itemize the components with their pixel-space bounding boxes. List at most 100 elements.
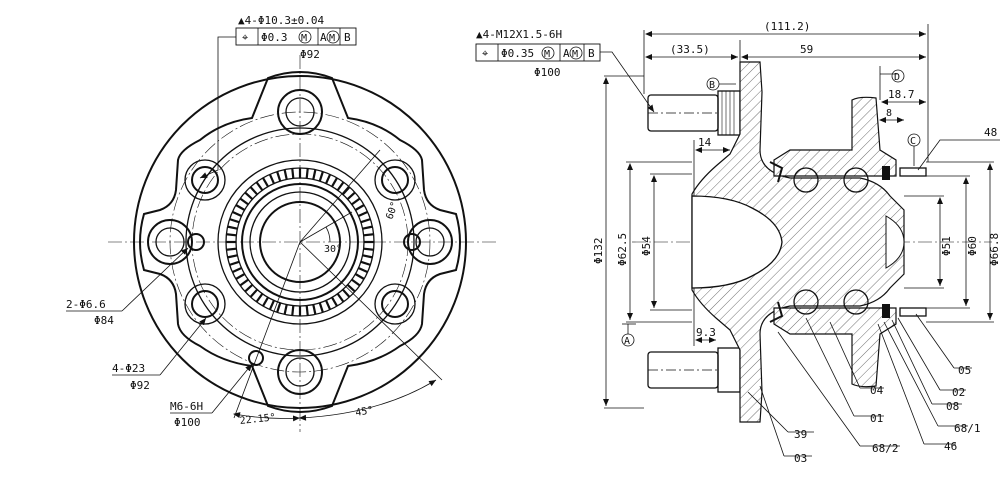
- pcd-100-label: Φ100: [174, 416, 201, 429]
- stud-leader: [600, 51, 655, 113]
- tone-ring-tooth: [312, 169, 317, 180]
- pcd-stud-label: Φ100: [534, 66, 561, 79]
- bearing-mid: [249, 191, 351, 293]
- tone-ring-tooth: [305, 305, 309, 316]
- hole-6-6-left: [187, 233, 205, 251]
- dim-54-label: Φ54: [640, 236, 653, 256]
- tone-ring-tooth: [255, 181, 264, 191]
- tone-ring-tooth: [325, 173, 332, 184]
- bearing-outer: [241, 183, 359, 301]
- angle-45-arc: [299, 379, 437, 421]
- holes-2-leader: [121, 247, 189, 312]
- angle-60-line: [299, 149, 381, 243]
- part-05: 05: [958, 364, 971, 377]
- tone-ring-bottom: [899, 307, 927, 317]
- angle-22-label: 22.15°: [239, 412, 276, 427]
- tone-ring-tooth: [331, 296, 338, 307]
- ball-bottom-2: [843, 289, 869, 315]
- dim-9-label: 9.3: [696, 326, 716, 339]
- hole-6-6-right: [403, 233, 421, 251]
- datum-a-bubble: [621, 333, 635, 347]
- fcf-right-datum2: B: [588, 47, 595, 60]
- datum-b-label: B: [709, 80, 715, 91]
- bottom-stud: [647, 347, 741, 393]
- tone-ring-tooth: [358, 210, 369, 217]
- pcd-top-label: Φ92: [300, 48, 320, 61]
- fcf-right-datum1: A: [563, 47, 570, 60]
- pcd-92b-label: Φ92: [130, 379, 150, 392]
- hole-callout: ▲4-Φ10.3±0.04: [238, 14, 324, 27]
- tone-ring-tooth: [229, 218, 240, 224]
- tone-ring-tooth: [227, 225, 238, 230]
- ball-top-2: [843, 167, 869, 193]
- tone-ring-tooth: [362, 225, 373, 230]
- tone-ring-tooth: [318, 302, 324, 313]
- hub-flange-section: [691, 61, 905, 423]
- part-39: 39: [794, 428, 807, 441]
- fcf-left-datum2: B: [344, 31, 351, 44]
- dim-14-label: 14: [698, 136, 712, 149]
- bolt-hole-ur: [381, 166, 409, 194]
- dim-18-label: 18.7: [888, 88, 915, 101]
- bolt-hole-lr: [381, 290, 409, 318]
- hole-top: [277, 89, 323, 135]
- tone-ring-tooth: [362, 254, 373, 259]
- hub-bore: [259, 201, 341, 283]
- hub-cavity: [691, 195, 783, 289]
- m6-leader: [211, 363, 253, 414]
- dim-66-label: Φ66.8: [988, 233, 1000, 266]
- datum-d-label: D: [894, 72, 900, 83]
- part-leaders: [747, 313, 972, 457]
- tone-ring-tooth: [226, 233, 237, 237]
- fcf-left: ⌖ Φ0.3 M A M B: [235, 27, 357, 46]
- seal-bottom-right: [882, 304, 890, 318]
- dim-111-label: (111.2): [764, 20, 810, 33]
- seal-top-right: [882, 166, 890, 180]
- tone-ring-tooth: [249, 288, 258, 298]
- tone-ring-tooth: [342, 288, 351, 298]
- part-48: 48: [984, 126, 997, 139]
- m6-label: M6-6H: [170, 400, 203, 413]
- fcf-right-mod: M: [544, 49, 550, 60]
- tone-ring-tooth: [360, 218, 371, 224]
- flange-inner-circle: [185, 127, 415, 357]
- tone-ring-tooth: [358, 267, 369, 274]
- tone-ring-tooth: [239, 278, 249, 287]
- tone-ring-tooth: [312, 304, 317, 315]
- ball-top-1: [793, 167, 819, 193]
- tone-ring-tooth: [262, 177, 269, 188]
- angle-45-ray: [299, 241, 443, 381]
- tone-ring-tooth: [291, 168, 295, 179]
- tone-ring-tooth: [231, 210, 242, 217]
- tone-ring-tooth: [346, 191, 356, 200]
- tone-ring-tooth: [342, 186, 351, 196]
- abs-tone-ring: [225, 167, 375, 317]
- dim-33-label: (33.5): [670, 43, 710, 56]
- tone-ring-tooth: [229, 260, 240, 266]
- bolt-hole-ll: [191, 290, 219, 318]
- hub-ring-outer: [217, 159, 383, 325]
- angle-22-ray: [233, 241, 301, 419]
- tone-ring-tooth: [346, 284, 356, 293]
- angle-22-arc: [233, 412, 301, 422]
- part-08: 08: [946, 400, 959, 413]
- fcf-right-tol: Φ0.35: [501, 47, 534, 60]
- hole-left-inner: [155, 227, 185, 257]
- pcd-84-label: Φ84: [94, 314, 114, 327]
- holes-4-leader: [159, 317, 207, 376]
- fcf-right: ⌖ Φ0.35 M A M B: [475, 43, 601, 62]
- tone-ring-tooth: [283, 169, 288, 180]
- tone-ring-tooth: [336, 181, 345, 191]
- tone-ring-tooth: [363, 247, 374, 251]
- bolt-hole-ul: [191, 166, 219, 194]
- tone-ring-tooth: [351, 278, 361, 287]
- angle-60-label: 60°: [384, 200, 401, 221]
- section-view: ▲4-M12X1.5-6H ⌖ Φ0.35 M A M B Φ100 (111.…: [475, 20, 1000, 465]
- datum-c-label: C: [910, 136, 916, 147]
- tone-ring-tooth: [227, 254, 238, 259]
- tone-ring-top: [899, 167, 927, 177]
- tone-ring-tooth: [351, 197, 361, 206]
- part-01: 01: [870, 412, 883, 425]
- boss-lr: [374, 283, 416, 325]
